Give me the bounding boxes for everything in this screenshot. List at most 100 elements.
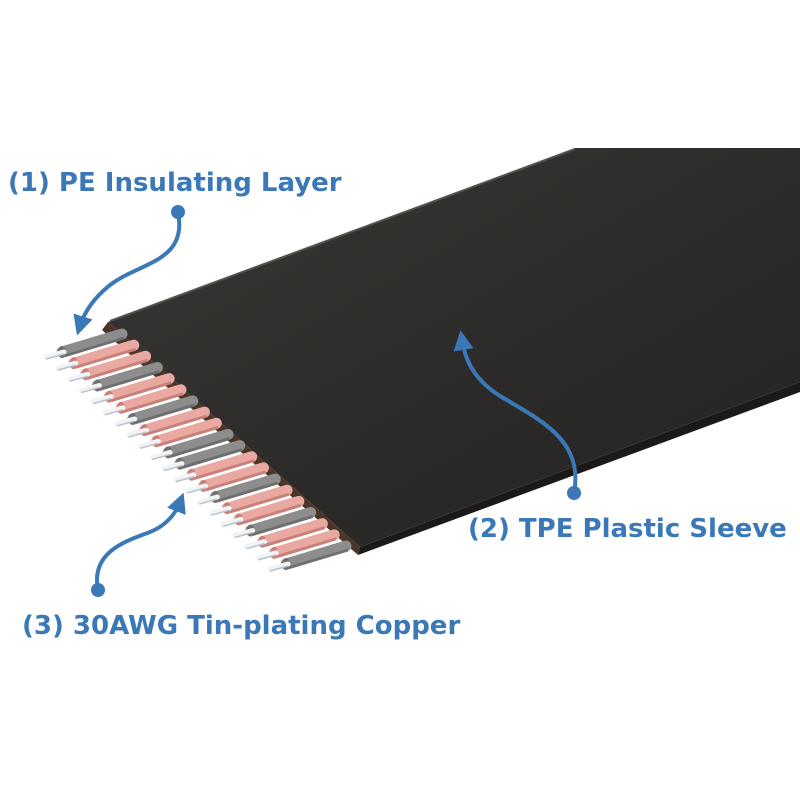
conductor-16 [220, 516, 244, 527]
conductor-edge-10 [151, 453, 171, 461]
insulation-4 [91, 361, 163, 391]
insulation-5 [103, 373, 175, 403]
dot-icon [567, 486, 581, 500]
insulation-3 [80, 350, 152, 380]
wire-20 [267, 540, 352, 572]
conductor-edge-5 [92, 397, 112, 405]
insulation-shade-2 [75, 347, 137, 369]
conductor-edge-9 [140, 442, 159, 449]
conductor-edge-17 [234, 531, 253, 539]
insulation-shade-1 [63, 336, 125, 358]
conductor-edge-14 [199, 498, 218, 505]
wire-9 [137, 417, 222, 449]
insulation-12 [186, 451, 258, 481]
insulation-16 [233, 495, 305, 525]
conductor-11 [161, 461, 185, 472]
insulation-19 [268, 529, 340, 559]
wire-11 [161, 440, 246, 472]
insulation-shade-9 [157, 425, 219, 447]
conductor-6 [102, 405, 126, 416]
insulation-shade-15 [228, 492, 290, 514]
conductor-17 [232, 528, 256, 539]
conductor-13 [184, 483, 208, 494]
insulation-shade-4 [98, 370, 160, 391]
conductor-4 [78, 382, 102, 393]
insulation-10 [162, 428, 234, 458]
wire-6 [102, 384, 187, 416]
insulation-shade-7 [134, 403, 196, 425]
conductor-5 [90, 394, 114, 405]
conductor-2 [55, 360, 79, 371]
insulation-15 [221, 484, 293, 514]
insulation-shade-20 [287, 548, 349, 570]
insulation-shade-17 [252, 515, 314, 536]
wire-15 [208, 484, 293, 516]
insulation-8 [139, 406, 211, 436]
insulation-6 [115, 384, 187, 414]
label-tpe-plastic-sleeve: (2) TPE Plastic Sleeve [468, 514, 787, 544]
insulation-7 [127, 395, 199, 425]
insulation-2 [68, 339, 140, 369]
conductor-edge-2 [57, 364, 76, 371]
conductor-12 [173, 472, 197, 483]
insulation-20 [280, 540, 352, 570]
wire-13 [184, 462, 269, 494]
label-copper-conductor: (3) 30AWG Tin-plating Copper [22, 611, 461, 641]
insulation-shade-13 [205, 470, 266, 492]
conductor-edge-20 [269, 565, 289, 572]
wire-8 [126, 406, 211, 438]
conductor-7 [114, 416, 138, 427]
conductor-edge-8 [128, 431, 147, 438]
insulation-shade-18 [263, 526, 325, 548]
conductor-edge-19 [258, 554, 277, 561]
conductor-1 [43, 349, 67, 360]
insulation-shade-12 [193, 459, 255, 481]
dot-icon [171, 205, 185, 219]
conductor-edge-1 [45, 353, 65, 360]
wire-16 [220, 495, 305, 528]
conductor-edge-7 [116, 420, 135, 427]
conductor-14 [196, 494, 220, 505]
conductor-18 [243, 539, 267, 550]
conductor-10 [149, 449, 173, 460]
insulation-shade-11 [181, 448, 243, 470]
insulation-shade-16 [240, 503, 302, 525]
conductor-edge-12 [175, 476, 194, 483]
insulation-14 [209, 473, 281, 503]
wire-19 [255, 529, 340, 561]
sleeve-bottom-edge [358, 382, 800, 555]
wire-12 [173, 451, 258, 483]
conductor-15 [208, 505, 232, 516]
wire-17 [232, 507, 317, 539]
wire-10 [149, 428, 234, 461]
curved-arrow-icon [73, 211, 182, 336]
conductor-8 [126, 427, 150, 438]
insulation-1 [56, 328, 128, 358]
conductor-edge-13 [187, 487, 206, 494]
wire-5 [90, 373, 175, 405]
wire-1 [43, 328, 128, 360]
conductor-edge-4 [81, 386, 100, 394]
conductor-19 [255, 550, 279, 561]
conductor-edge-18 [246, 542, 265, 550]
insulation-13 [197, 462, 269, 492]
conductor-edge-15 [210, 509, 230, 516]
insulation-shade-6 [122, 392, 184, 414]
conductor-3 [67, 371, 91, 382]
insulation-shade-10 [169, 436, 231, 458]
conductor-20 [267, 561, 291, 572]
insulation-shade-14 [216, 481, 278, 503]
insulation-shade-8 [146, 414, 207, 436]
dot-icon [91, 583, 105, 597]
conductor-edge-6 [104, 409, 124, 416]
insulation-shade-19 [275, 537, 337, 559]
wire-4 [78, 361, 163, 394]
conductor-9 [137, 438, 161, 449]
insulation-shade-3 [87, 358, 149, 380]
insulation-11 [174, 440, 246, 470]
curved-arrow-icon [453, 330, 578, 494]
conductor-edge-16 [222, 520, 242, 528]
sleeve-highlight [109, 148, 576, 322]
